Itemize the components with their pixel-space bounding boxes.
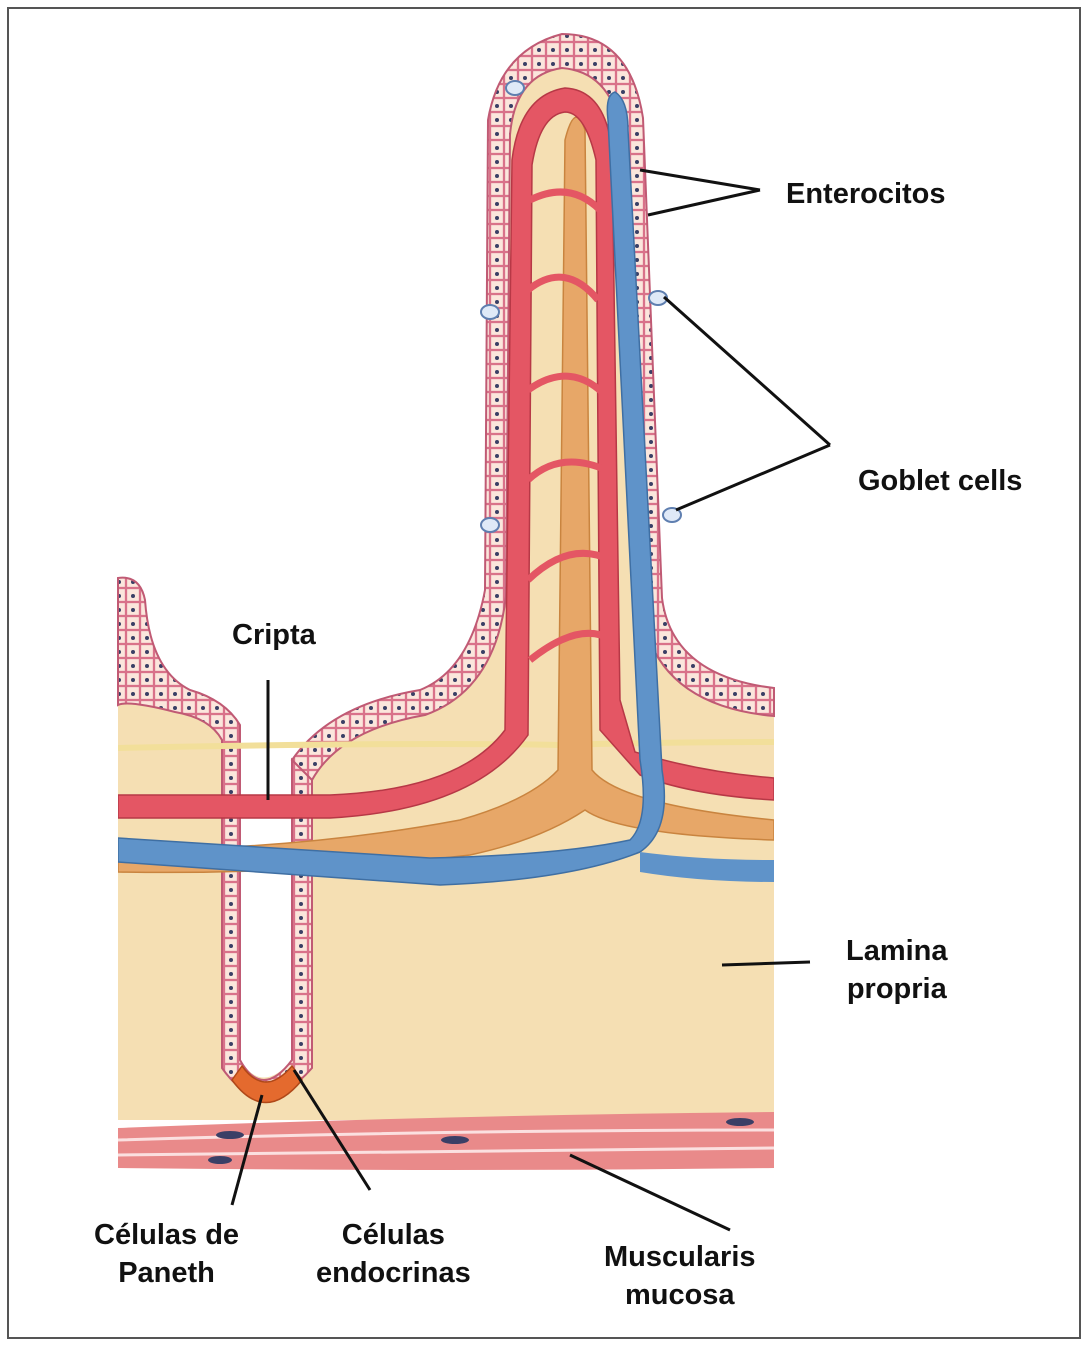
goblet-cell	[481, 305, 499, 319]
label-goblet-cells: Goblet cells	[858, 462, 1022, 500]
label-celulas-endocrinas: Células endocrinas	[316, 1216, 471, 1292]
label-enterocitos: Enterocitos	[786, 175, 946, 213]
label-muscularis-mucosa: Muscularis mucosa	[604, 1238, 756, 1314]
goblet-cell	[481, 518, 499, 532]
lamina-propria-tissue	[118, 40, 774, 1120]
label-celulas-paneth: Células de Paneth	[94, 1216, 239, 1292]
label-lamina-propria: Lamina propria	[846, 932, 948, 1008]
goblet-cell	[506, 81, 524, 95]
label-cripta: Cripta	[232, 616, 316, 654]
